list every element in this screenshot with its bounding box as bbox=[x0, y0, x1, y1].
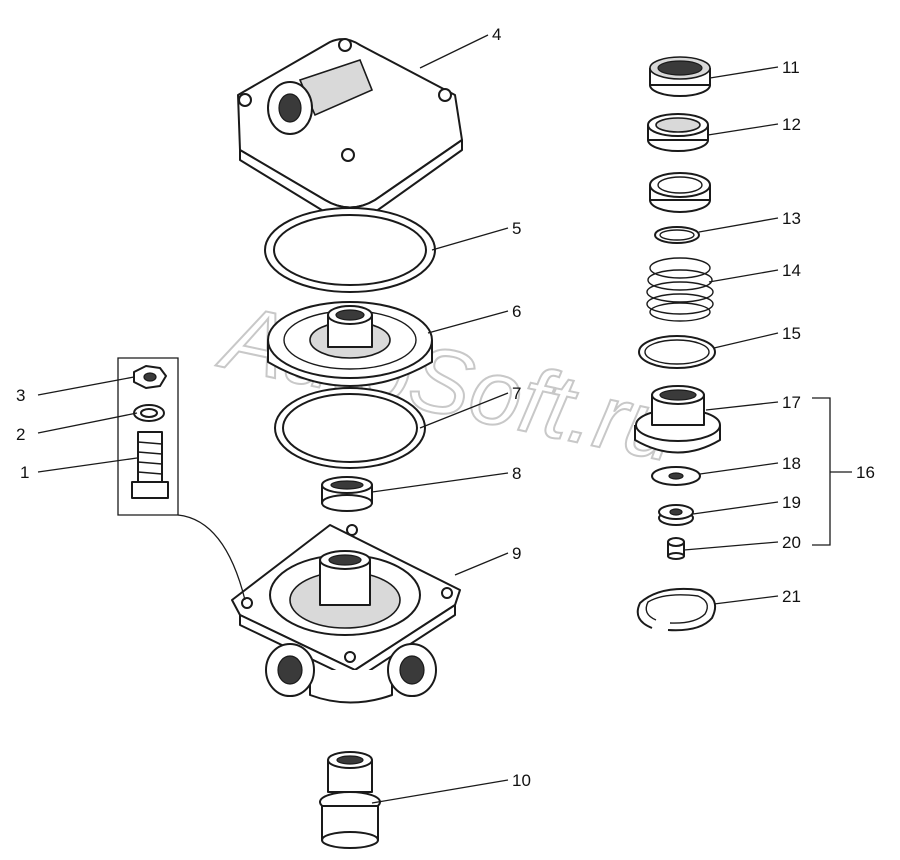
ring-unnumbered bbox=[649, 172, 711, 213]
leader-lines bbox=[37, 34, 779, 804]
part-7-o-ring bbox=[274, 387, 426, 469]
part-2-lock-washer bbox=[133, 404, 165, 422]
leader-21 bbox=[713, 595, 779, 605]
part-18-washer bbox=[651, 466, 701, 486]
leader-8 bbox=[371, 472, 509, 493]
leader-18 bbox=[699, 462, 779, 475]
part-6-piston bbox=[267, 301, 433, 387]
callout-4: 4 bbox=[492, 25, 501, 44]
leader-10 bbox=[371, 779, 509, 804]
leader-19 bbox=[692, 501, 779, 515]
callout-1: 1 bbox=[20, 463, 29, 482]
leader-11 bbox=[709, 66, 779, 79]
callout-17: 17 bbox=[782, 393, 801, 412]
leader-12 bbox=[707, 123, 779, 136]
callout-13: 13 bbox=[782, 209, 801, 228]
callout-labels: 1 2 3 4 5 6 7 8 9 10 11 12 13 14 15 16 1… bbox=[16, 25, 875, 790]
callout-21: 21 bbox=[782, 587, 801, 606]
callout-12: 12 bbox=[782, 115, 801, 134]
part-10-fitting bbox=[319, 751, 381, 849]
part-5-o-ring bbox=[264, 207, 436, 293]
leader-13 bbox=[698, 217, 779, 233]
part-13-snap-ring bbox=[654, 226, 700, 244]
leader-5 bbox=[431, 227, 509, 251]
callout-5: 5 bbox=[512, 219, 521, 238]
part-9-lower-housing bbox=[231, 524, 461, 704]
callout-15: 15 bbox=[782, 324, 801, 343]
callout-14: 14 bbox=[782, 261, 801, 280]
leader-6 bbox=[427, 310, 509, 334]
callout-19: 19 bbox=[782, 493, 801, 512]
callout-3: 3 bbox=[16, 386, 25, 405]
part-20-pin bbox=[667, 537, 685, 560]
part-14-spring bbox=[646, 257, 714, 322]
part-15-o-ring bbox=[638, 335, 716, 369]
part-1-bolt bbox=[131, 431, 169, 499]
leader-7 bbox=[419, 392, 509, 429]
part-4-upper-cover bbox=[237, 38, 463, 220]
callout-2: 2 bbox=[16, 425, 25, 444]
leader-14 bbox=[708, 269, 779, 283]
callout-16: 16 bbox=[856, 463, 875, 482]
callout-20: 20 bbox=[782, 533, 801, 552]
part-3-nut bbox=[133, 365, 167, 389]
leader-3 bbox=[37, 376, 135, 396]
leader-15 bbox=[713, 332, 779, 349]
fastener-group bbox=[117, 357, 246, 601]
leader-17 bbox=[705, 401, 779, 411]
leader-9 bbox=[454, 552, 509, 576]
part-19-valve bbox=[658, 504, 694, 526]
callout-9: 9 bbox=[512, 544, 521, 563]
part-21-retaining-ring bbox=[636, 587, 716, 632]
watermark: AutoSoft.ru bbox=[211, 285, 687, 482]
part-17-valve-seat bbox=[634, 385, 721, 454]
callout-7: 7 bbox=[512, 384, 521, 403]
callout-11: 11 bbox=[782, 58, 800, 77]
callout-6: 6 bbox=[512, 302, 521, 321]
leader-2 bbox=[37, 412, 138, 434]
leader-1 bbox=[37, 457, 138, 473]
callout-10: 10 bbox=[512, 771, 531, 790]
group-16-bracket bbox=[812, 397, 852, 546]
leader-4 bbox=[419, 34, 489, 69]
part-8-bushing bbox=[321, 476, 373, 512]
callout-18: 18 bbox=[782, 454, 801, 473]
callout-8: 8 bbox=[512, 464, 521, 483]
part-12-ring bbox=[647, 113, 709, 152]
leader-20 bbox=[683, 541, 779, 551]
part-11-ring bbox=[649, 56, 711, 97]
